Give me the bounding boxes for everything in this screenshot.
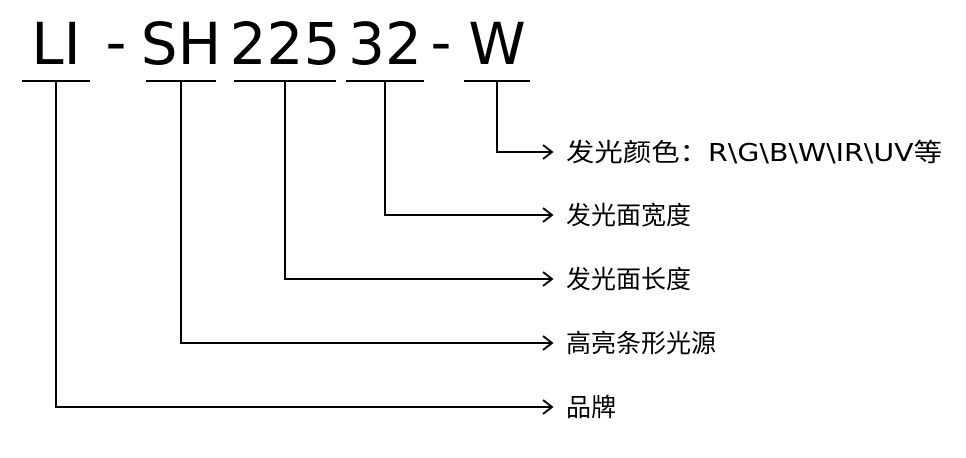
code-dash-2: - — [431, 8, 452, 76]
arrow-width-icon — [542, 207, 554, 223]
arrow-type-icon — [542, 335, 554, 351]
leader-lines — [55, 82, 554, 415]
arrow-length-icon — [542, 271, 554, 287]
code-length: 225 — [230, 10, 341, 78]
leader-brand — [55, 82, 552, 408]
desc-brand: 品牌 — [566, 393, 616, 422]
leader-length — [284, 82, 552, 280]
leader-width — [384, 82, 552, 216]
descriptions: 发光颜色：R\G\B\W\IR\UV等 发光面宽度 发光面长度 高亮条形光源 品… — [566, 138, 942, 422]
code-dash-1: - — [106, 8, 127, 76]
leader-color — [496, 82, 552, 153]
desc-type: 高亮条形光源 — [566, 329, 716, 358]
desc-width: 发光面宽度 — [566, 201, 691, 230]
arrow-color-icon — [542, 144, 554, 160]
leader-type — [180, 82, 552, 344]
part-number: LI - SH 225 32 - W — [31, 8, 525, 78]
desc-color: 发光颜色：R\G\B\W\IR\UV等 — [566, 138, 942, 167]
code-type: SH — [141, 10, 221, 78]
arrow-brand-icon — [542, 399, 554, 415]
desc-length: 发光面长度 — [566, 265, 691, 294]
code-color: W — [468, 10, 525, 78]
code-brand: LI — [31, 10, 80, 78]
code-width: 32 — [348, 10, 422, 78]
